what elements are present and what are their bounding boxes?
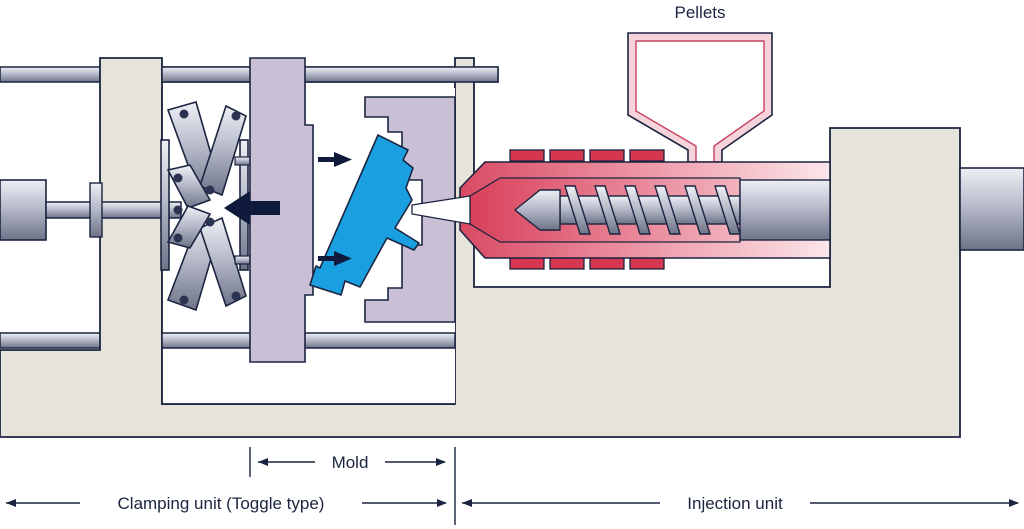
- dimension-markers: [6, 447, 1019, 525]
- arrow-right-icon: [318, 152, 352, 266]
- clamping-unit-label: Clamping unit (Toggle type): [118, 494, 325, 513]
- injection-drive-cylinder: [959, 167, 1024, 251]
- clamp-cylinder: [0, 179, 182, 241]
- injection-unit-label: Injection unit: [687, 494, 783, 513]
- heater-bands: [509, 149, 665, 270]
- mold-label: Mold: [332, 453, 369, 472]
- reciprocating-screw: [513, 179, 831, 241]
- moving-mold-plate: [249, 57, 314, 363]
- arrow-left-icon: [224, 191, 280, 225]
- pellets-label: Pellets: [674, 3, 725, 22]
- machine-frame: [0, 57, 961, 438]
